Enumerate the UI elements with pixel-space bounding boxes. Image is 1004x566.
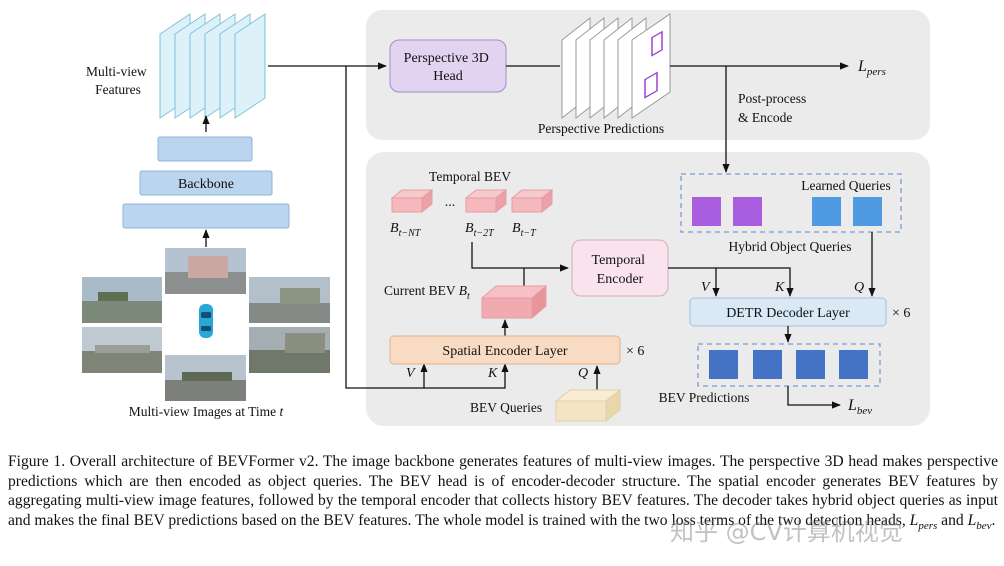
decoder-q-label: Q [854, 280, 864, 295]
history-bev-label-nt: Bt−NT [390, 221, 422, 239]
learned-query-2 [853, 197, 882, 226]
backbone-label: Backbone [178, 177, 234, 192]
multiview-feature-maps [159, 13, 266, 119]
perspective-3d-head-box [389, 39, 507, 93]
backbone-block [139, 170, 273, 196]
loss-bev-label: Lbev [847, 397, 872, 417]
perspective-query-2 [733, 197, 762, 226]
figure-label: Figure 1. [8, 453, 66, 470]
caption-end: . [991, 511, 996, 529]
caption-loss-pers: Lpers [909, 511, 938, 532]
detr-decoder-label: DETR Decoder Layer [726, 306, 850, 321]
figure-caption: Figure 1. Overall architecture of BEVFor… [8, 452, 998, 536]
camera-image-back-left [82, 327, 162, 373]
history-bev-cube-1 [390, 188, 434, 214]
history-bev-label-t: Bt−T [512, 221, 537, 239]
perspective-box-upper [651, 30, 663, 57]
bev-prediction-4 [839, 350, 868, 379]
camera-image-front [165, 248, 246, 294]
perspective-3d-head-label: Perspective 3D Head [404, 51, 493, 84]
detr-decoder-repeat: × 6 [892, 306, 910, 321]
temporal-bev-label: Temporal BEV [429, 169, 511, 184]
ego-car-icon [199, 304, 213, 338]
camera-image-front-right [249, 277, 330, 323]
history-bev-cube-2 [464, 188, 508, 214]
watermark: 知乎 @CV计算机视觉 [670, 518, 903, 546]
bev-prediction-3 [796, 350, 825, 379]
temporal-to-decoder-k-arrow [716, 267, 794, 297]
to-loss-bev-arrow [787, 386, 841, 409]
perspective-prediction-maps [561, 13, 671, 120]
decoder-v-label: V [701, 280, 711, 295]
perspective-predictions-label: Perspective Predictions [538, 121, 664, 136]
history-to-temporal-encoder-arrow [471, 242, 569, 272]
backbone-top-block [157, 136, 253, 162]
current-bev-label: Current BEV Bt [384, 283, 470, 302]
postprocess-label: Post-process & Encode [738, 91, 810, 125]
spatial-k-label: K [487, 366, 498, 381]
perspective-query-1 [692, 197, 721, 226]
hybrid-object-queries-label: Hybrid Object Queries [729, 239, 852, 254]
bev-queries-cube [554, 388, 622, 423]
spatial-v-label: V [406, 366, 416, 381]
learned-queries-label: Learned Queries [801, 178, 891, 193]
backbone-bottom-block [122, 203, 290, 229]
multiview-images-label: Multi-view Images at Time t [129, 404, 285, 419]
spatial-encoder-label: Spatial Encoder Layer [442, 344, 568, 359]
bev-prediction-1 [709, 350, 738, 379]
features-to-spatial-encoder-arrow [345, 66, 428, 389]
temporal-encoder-label: Temporal Encoder [592, 253, 649, 287]
history-bev-label-2t: Bt−2T [465, 221, 495, 239]
decoder-k-label: K [774, 280, 785, 295]
current-bev-cube [480, 284, 548, 320]
hybrid-object-queries-box [680, 173, 902, 233]
bev-prediction-2 [753, 350, 782, 379]
caption-body: Overall architecture of BEVFormer v2. Th… [8, 453, 998, 529]
ellipsis: ... [445, 195, 456, 210]
learned-query-1 [812, 197, 841, 226]
bev-predictions-label: BEV Predictions [659, 390, 750, 405]
camera-image-back-right [249, 327, 330, 373]
spatial-encoder-box [389, 335, 621, 365]
bev-queries-label: BEV Queries [470, 400, 542, 415]
history-bev-cube-3 [510, 188, 554, 214]
caption-loss-bev: Lbev [967, 511, 992, 532]
multiview-features-label: Multi-view Features [86, 64, 150, 97]
perspective-box-lower [644, 71, 658, 99]
bev-predictions-box [697, 343, 881, 387]
features-to-spatial-encoder-k-arrow [424, 363, 509, 389]
architecture-diagram: Multi-view Features Backbone [82, 10, 930, 426]
caption-and: and [937, 511, 968, 529]
camera-image-front-left [82, 277, 162, 323]
temporal-encoder-box [571, 239, 669, 297]
spatial-encoder-repeat: × 6 [626, 344, 644, 359]
spatial-q-label: Q [578, 366, 588, 381]
loss-pers-label: Lpers [857, 58, 886, 78]
camera-image-back [165, 355, 246, 401]
